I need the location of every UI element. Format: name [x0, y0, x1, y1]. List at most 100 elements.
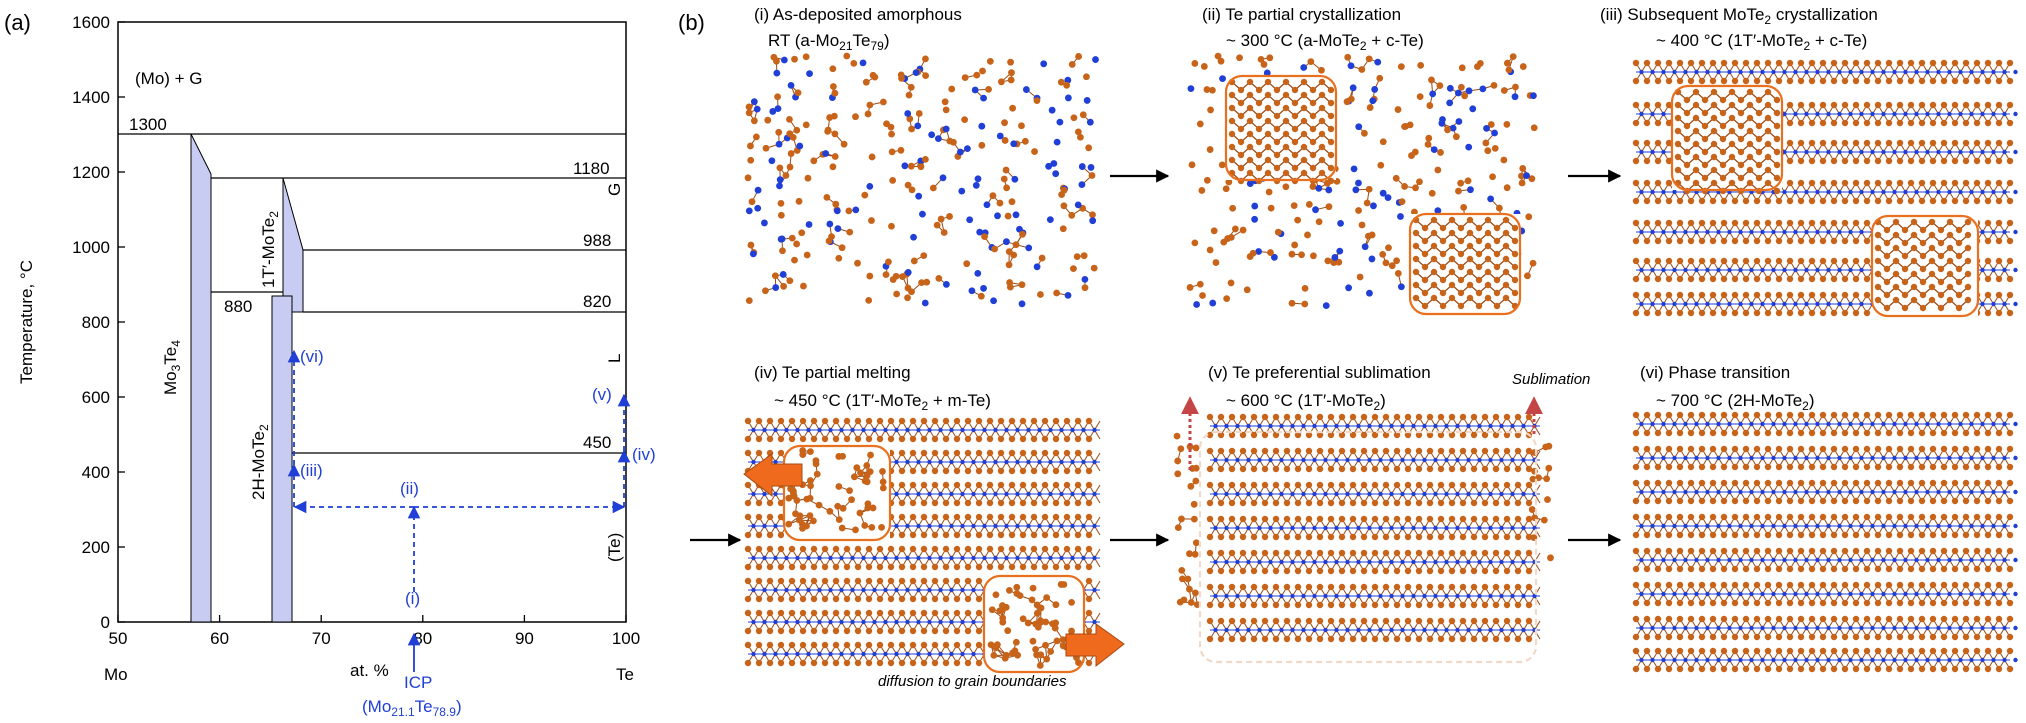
te-atom — [1524, 272, 1531, 280]
mo-atom — [754, 204, 762, 212]
te-atom — [744, 499, 752, 507]
icp-label: ICP — [404, 673, 432, 692]
te-atom — [997, 499, 1005, 507]
mo-atom — [850, 427, 855, 433]
te-atom — [1701, 135, 1709, 143]
te-atom — [810, 545, 818, 553]
mo-atom — [1312, 206, 1319, 214]
mo-atom — [784, 427, 789, 433]
mo-atom — [1936, 189, 1941, 195]
te-atom — [996, 199, 1004, 207]
te-atom — [2006, 219, 2014, 227]
te-atom — [780, 282, 788, 290]
te-atom — [1910, 257, 1918, 265]
te-atom — [777, 563, 785, 571]
te-atom — [1412, 229, 1420, 237]
mo-atom — [828, 555, 833, 561]
te-atom — [1896, 139, 1904, 147]
te-atom — [1457, 250, 1465, 258]
te-atom — [1687, 275, 1695, 283]
te-atom — [1070, 114, 1078, 122]
x-tick-label: 90 — [515, 629, 534, 648]
mo-atom — [1749, 69, 1754, 75]
te-atom — [1951, 77, 1959, 85]
te-atom — [1366, 104, 1374, 111]
te-atom — [2006, 309, 2014, 317]
te-atom — [1457, 179, 1465, 187]
mo-atom — [1078, 163, 1086, 170]
te-atom — [1674, 101, 1682, 109]
mo-atom — [927, 555, 932, 561]
mo-atom — [826, 220, 834, 228]
te-atom — [1632, 257, 1640, 265]
mo-atom — [1793, 301, 1798, 307]
mo-atom — [1446, 99, 1454, 107]
mo-atom — [1246, 180, 1254, 187]
te-atom — [1267, 204, 1275, 212]
mo-atom — [1004, 427, 1009, 433]
te-atom — [1676, 77, 1684, 85]
te-atom — [1424, 140, 1432, 148]
te-atom — [1632, 59, 1640, 67]
isotherm-label-988: 988 — [583, 231, 611, 250]
te-atom — [1819, 237, 1827, 245]
te-atom — [1008, 563, 1016, 571]
te-atom — [810, 417, 818, 425]
mo-atom — [773, 69, 781, 77]
te-atom — [1797, 291, 1805, 299]
te-atom — [1698, 275, 1706, 283]
mo-atom — [990, 297, 997, 305]
te-atom — [1199, 292, 1206, 299]
te-atom — [1004, 212, 1012, 220]
mo-atom — [1011, 175, 1019, 183]
mo-atom — [971, 459, 976, 465]
te-atom — [1946, 270, 1954, 278]
y-tick-label: 1200 — [72, 163, 110, 182]
mo-atom — [972, 181, 980, 189]
te-atom — [1439, 250, 1447, 258]
te-atom — [1885, 179, 1893, 187]
mo-atom — [1837, 229, 1842, 235]
te-atom — [1995, 197, 2003, 205]
te-atom — [1491, 144, 1499, 152]
te-atom — [1709, 291, 1717, 299]
te-atom — [1304, 231, 1311, 239]
mo-atom — [1980, 111, 1985, 117]
mo-atom — [971, 491, 976, 497]
te-atom — [1874, 101, 1882, 109]
mo-atom — [2002, 111, 2007, 117]
te-atom — [1720, 59, 1728, 67]
te-atom — [1929, 101, 1937, 109]
te-atom — [1786, 275, 1794, 283]
te-atom — [991, 245, 998, 253]
te-atom — [1309, 86, 1317, 94]
te-atom — [1632, 197, 1640, 205]
mo-atom — [1672, 267, 1677, 273]
te-atom — [1773, 148, 1781, 156]
te-atom — [838, 244, 846, 252]
te-atom — [1085, 481, 1093, 489]
te-atom — [1063, 499, 1071, 507]
te-atom — [899, 273, 906, 281]
te-atom — [1883, 265, 1891, 273]
y-tick-label: 200 — [82, 538, 110, 557]
mo-atom — [1092, 491, 1097, 497]
te-atom — [908, 186, 916, 194]
mo-atom — [1639, 189, 1644, 195]
mo-atom — [916, 491, 921, 497]
te-atom — [1852, 157, 1860, 165]
te-atom — [1430, 229, 1438, 237]
mo-atom — [769, 108, 777, 115]
te-atom — [1654, 157, 1662, 165]
te-atom — [1753, 197, 1761, 205]
mo-atom — [1683, 301, 1688, 307]
te-atom — [1075, 53, 1082, 60]
isotherm-label-450: 450 — [583, 433, 611, 452]
te-atom — [799, 417, 807, 425]
te-atom — [1430, 268, 1438, 276]
te-atom — [907, 83, 915, 91]
te-atom — [1764, 219, 1772, 227]
te-atom — [1701, 148, 1709, 156]
te-atom — [1874, 77, 1882, 85]
